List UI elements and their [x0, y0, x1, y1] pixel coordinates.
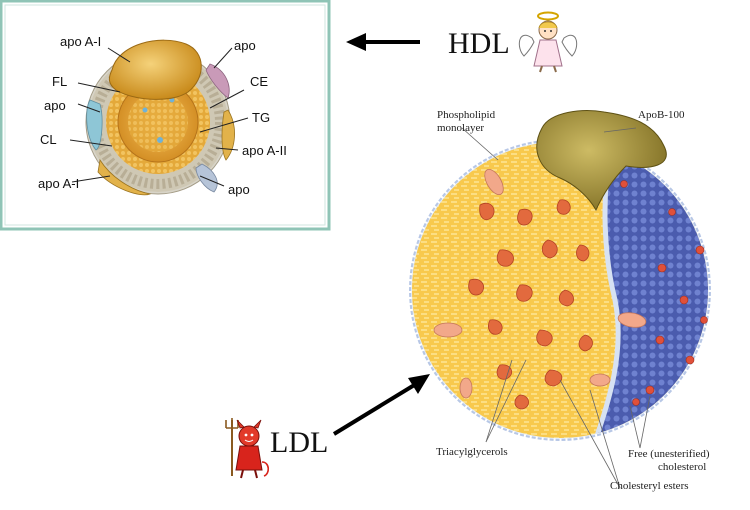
ldl-title: LDL: [270, 426, 328, 459]
phospholipid-blobs: [433, 168, 647, 399]
label-tg: TG: [252, 110, 270, 125]
label-apo-ai-top: apo A-I: [60, 34, 101, 49]
label-apo-left: apo: [44, 98, 66, 113]
hdl-arrow: [346, 33, 420, 51]
ldl-arrow: [332, 374, 430, 436]
angel-icon: [518, 11, 578, 73]
label-cholesteryl-esters: Cholesteryl esters: [610, 480, 689, 492]
devil-icon: [225, 418, 270, 479]
label-apo-bottom-right: apo: [228, 182, 250, 197]
label-ce: CE: [250, 74, 268, 89]
label-free-cholesterol-line1: Free (unesterified): [628, 448, 710, 460]
label-free-cholesterol-line2: cholesterol: [658, 461, 706, 473]
ldl-leader-lines: [461, 127, 651, 489]
label-phospholipid-line2: monolayer: [437, 122, 484, 134]
apob-protein: [536, 110, 667, 212]
label-triacylglycerols: Triacylglycerols: [436, 446, 508, 458]
free-cholesterol-dots: [620, 180, 708, 406]
hdl-panel: apo A-I apo FL CE apo TG CL apo A-II apo…: [0, 0, 331, 231]
label-fl: FL: [52, 74, 67, 89]
cholesteryl-ester-marks: [468, 199, 593, 410]
label-cl: CL: [40, 132, 57, 147]
hdl-title: HDL: [448, 27, 510, 60]
label-apo-top-right: apo: [234, 38, 256, 53]
hdl-leader-lines: [69, 47, 249, 187]
label-apo-ai-bottom: apo A-I: [38, 176, 79, 191]
ldl-particle: [408, 110, 712, 442]
label-apo-aii: apo A-II: [242, 143, 287, 158]
label-phospholipid-line1: Phospholipid: [437, 109, 496, 121]
hdl-particle: [85, 39, 235, 196]
label-apob: ApoB-100: [638, 109, 685, 121]
